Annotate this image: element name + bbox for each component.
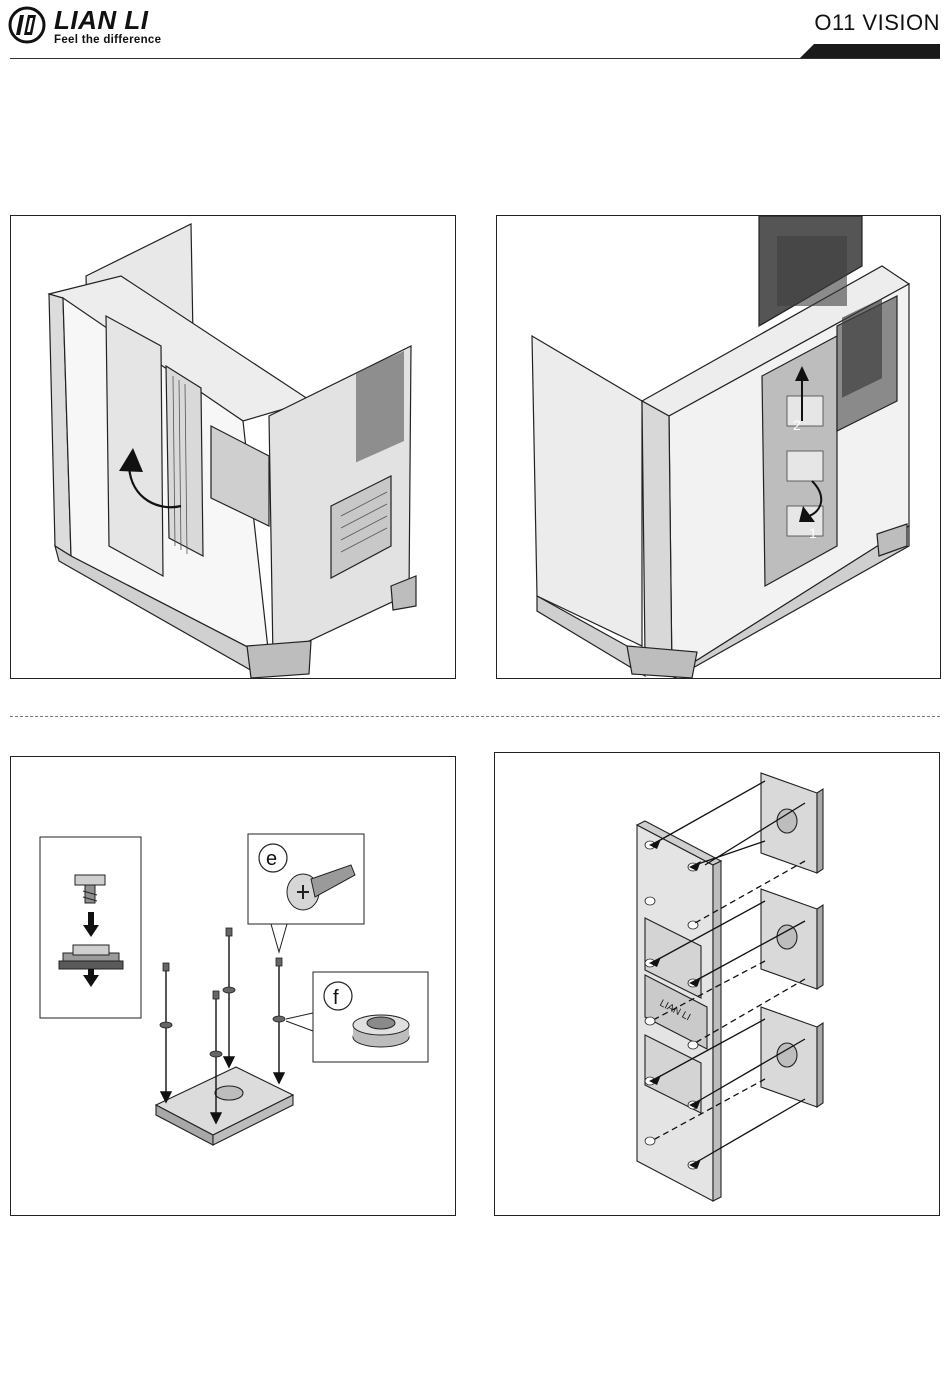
case-front-illustration: [11, 216, 456, 679]
figure-panel-ssd-screws: e f: [10, 756, 456, 1216]
section-divider: [10, 716, 940, 717]
step-label-2: 2: [793, 417, 801, 433]
label-f: f: [333, 987, 339, 1009]
page-header: LIAN LI Feel the difference O11 VISION: [0, 0, 950, 62]
figure-panel-case-front: [10, 215, 456, 679]
header-rule: [10, 58, 940, 59]
header-tab-corner: [800, 44, 814, 58]
logo-mark-icon: [8, 6, 46, 44]
figure-panel-drive-bracket: LIAN LI: [494, 752, 940, 1216]
figure-panel-case-back: 2 1: [496, 215, 941, 679]
header-tab: [814, 44, 940, 58]
ssd-drive-icon: [156, 1067, 293, 1145]
lian-li-logo: LIAN LI Feel the difference: [8, 6, 198, 46]
case-back-illustration: 2 1: [497, 216, 941, 679]
step-label-1: 1: [809, 525, 817, 541]
model-name: O11 VISION: [814, 10, 940, 36]
brand-tagline: Feel the difference: [54, 34, 161, 46]
grommet-f-icon: [353, 1015, 409, 1047]
label-e: e: [266, 848, 277, 870]
brand-name: LIAN LI: [54, 6, 149, 34]
